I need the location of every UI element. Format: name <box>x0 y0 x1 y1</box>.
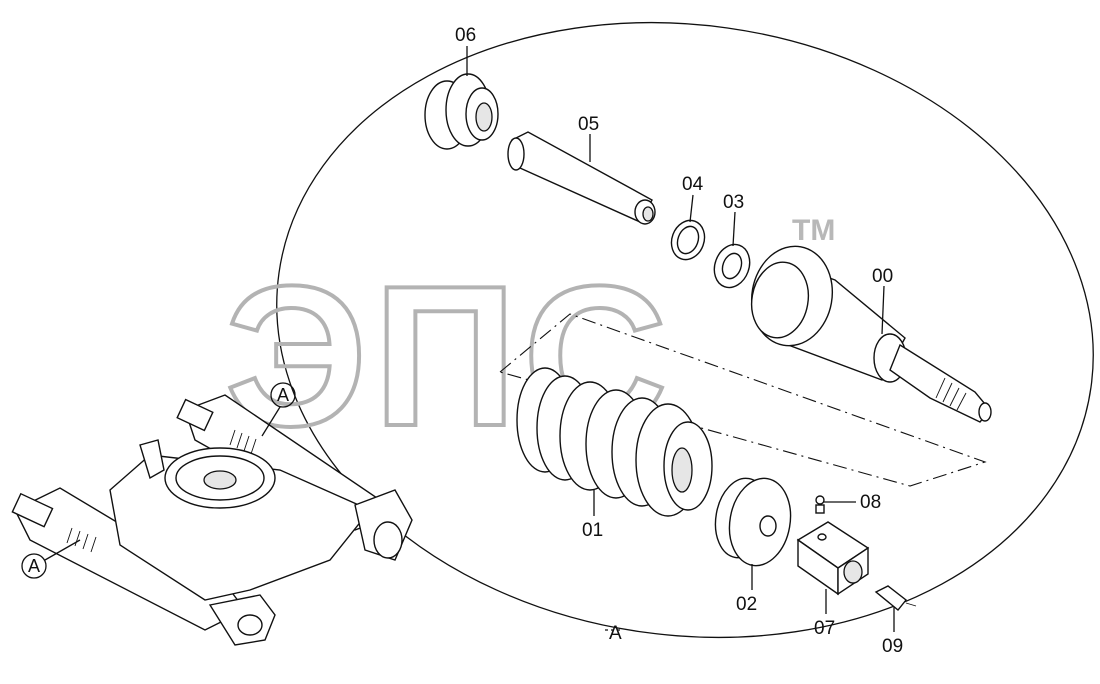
undercarriage-frame <box>11 394 413 646</box>
part-06-bushing <box>424 73 499 150</box>
part-01-spring <box>516 367 713 517</box>
frame-marker-upper-label: A <box>277 385 289 405</box>
callout-06: 06 <box>455 25 476 46</box>
callout-09: 09 <box>882 636 903 657</box>
callout-01: 01 <box>582 520 603 541</box>
callout-00: 00 <box>872 266 893 287</box>
part-08-grease-fitting <box>815 495 825 514</box>
callout-02: 02 <box>736 594 757 615</box>
part-04-snap-ring <box>670 219 706 261</box>
part-09-valve <box>874 585 917 611</box>
part-02-spring-seat <box>714 477 792 567</box>
part-03-washer <box>713 243 751 289</box>
detail-ellipse <box>276 21 1094 639</box>
part-05-rod <box>507 131 656 225</box>
callout-03: 03 <box>723 192 744 213</box>
assembly-outline <box>498 313 987 487</box>
watermark-trademark: TM <box>792 214 835 247</box>
callout-05: 05 <box>578 114 599 135</box>
callout-07: 07 <box>814 618 835 639</box>
part-07-block <box>796 521 870 596</box>
frame-marker-lower-label: A <box>28 556 40 576</box>
frame-marker-upper: A <box>261 382 296 437</box>
leader-lines <box>466 46 895 632</box>
part-00-cylinder <box>750 245 992 423</box>
detail-label-a: A <box>609 623 622 644</box>
callout-04: 04 <box>682 174 704 195</box>
callout-08: 08 <box>860 492 881 513</box>
frame-marker-lower: A <box>21 539 81 579</box>
